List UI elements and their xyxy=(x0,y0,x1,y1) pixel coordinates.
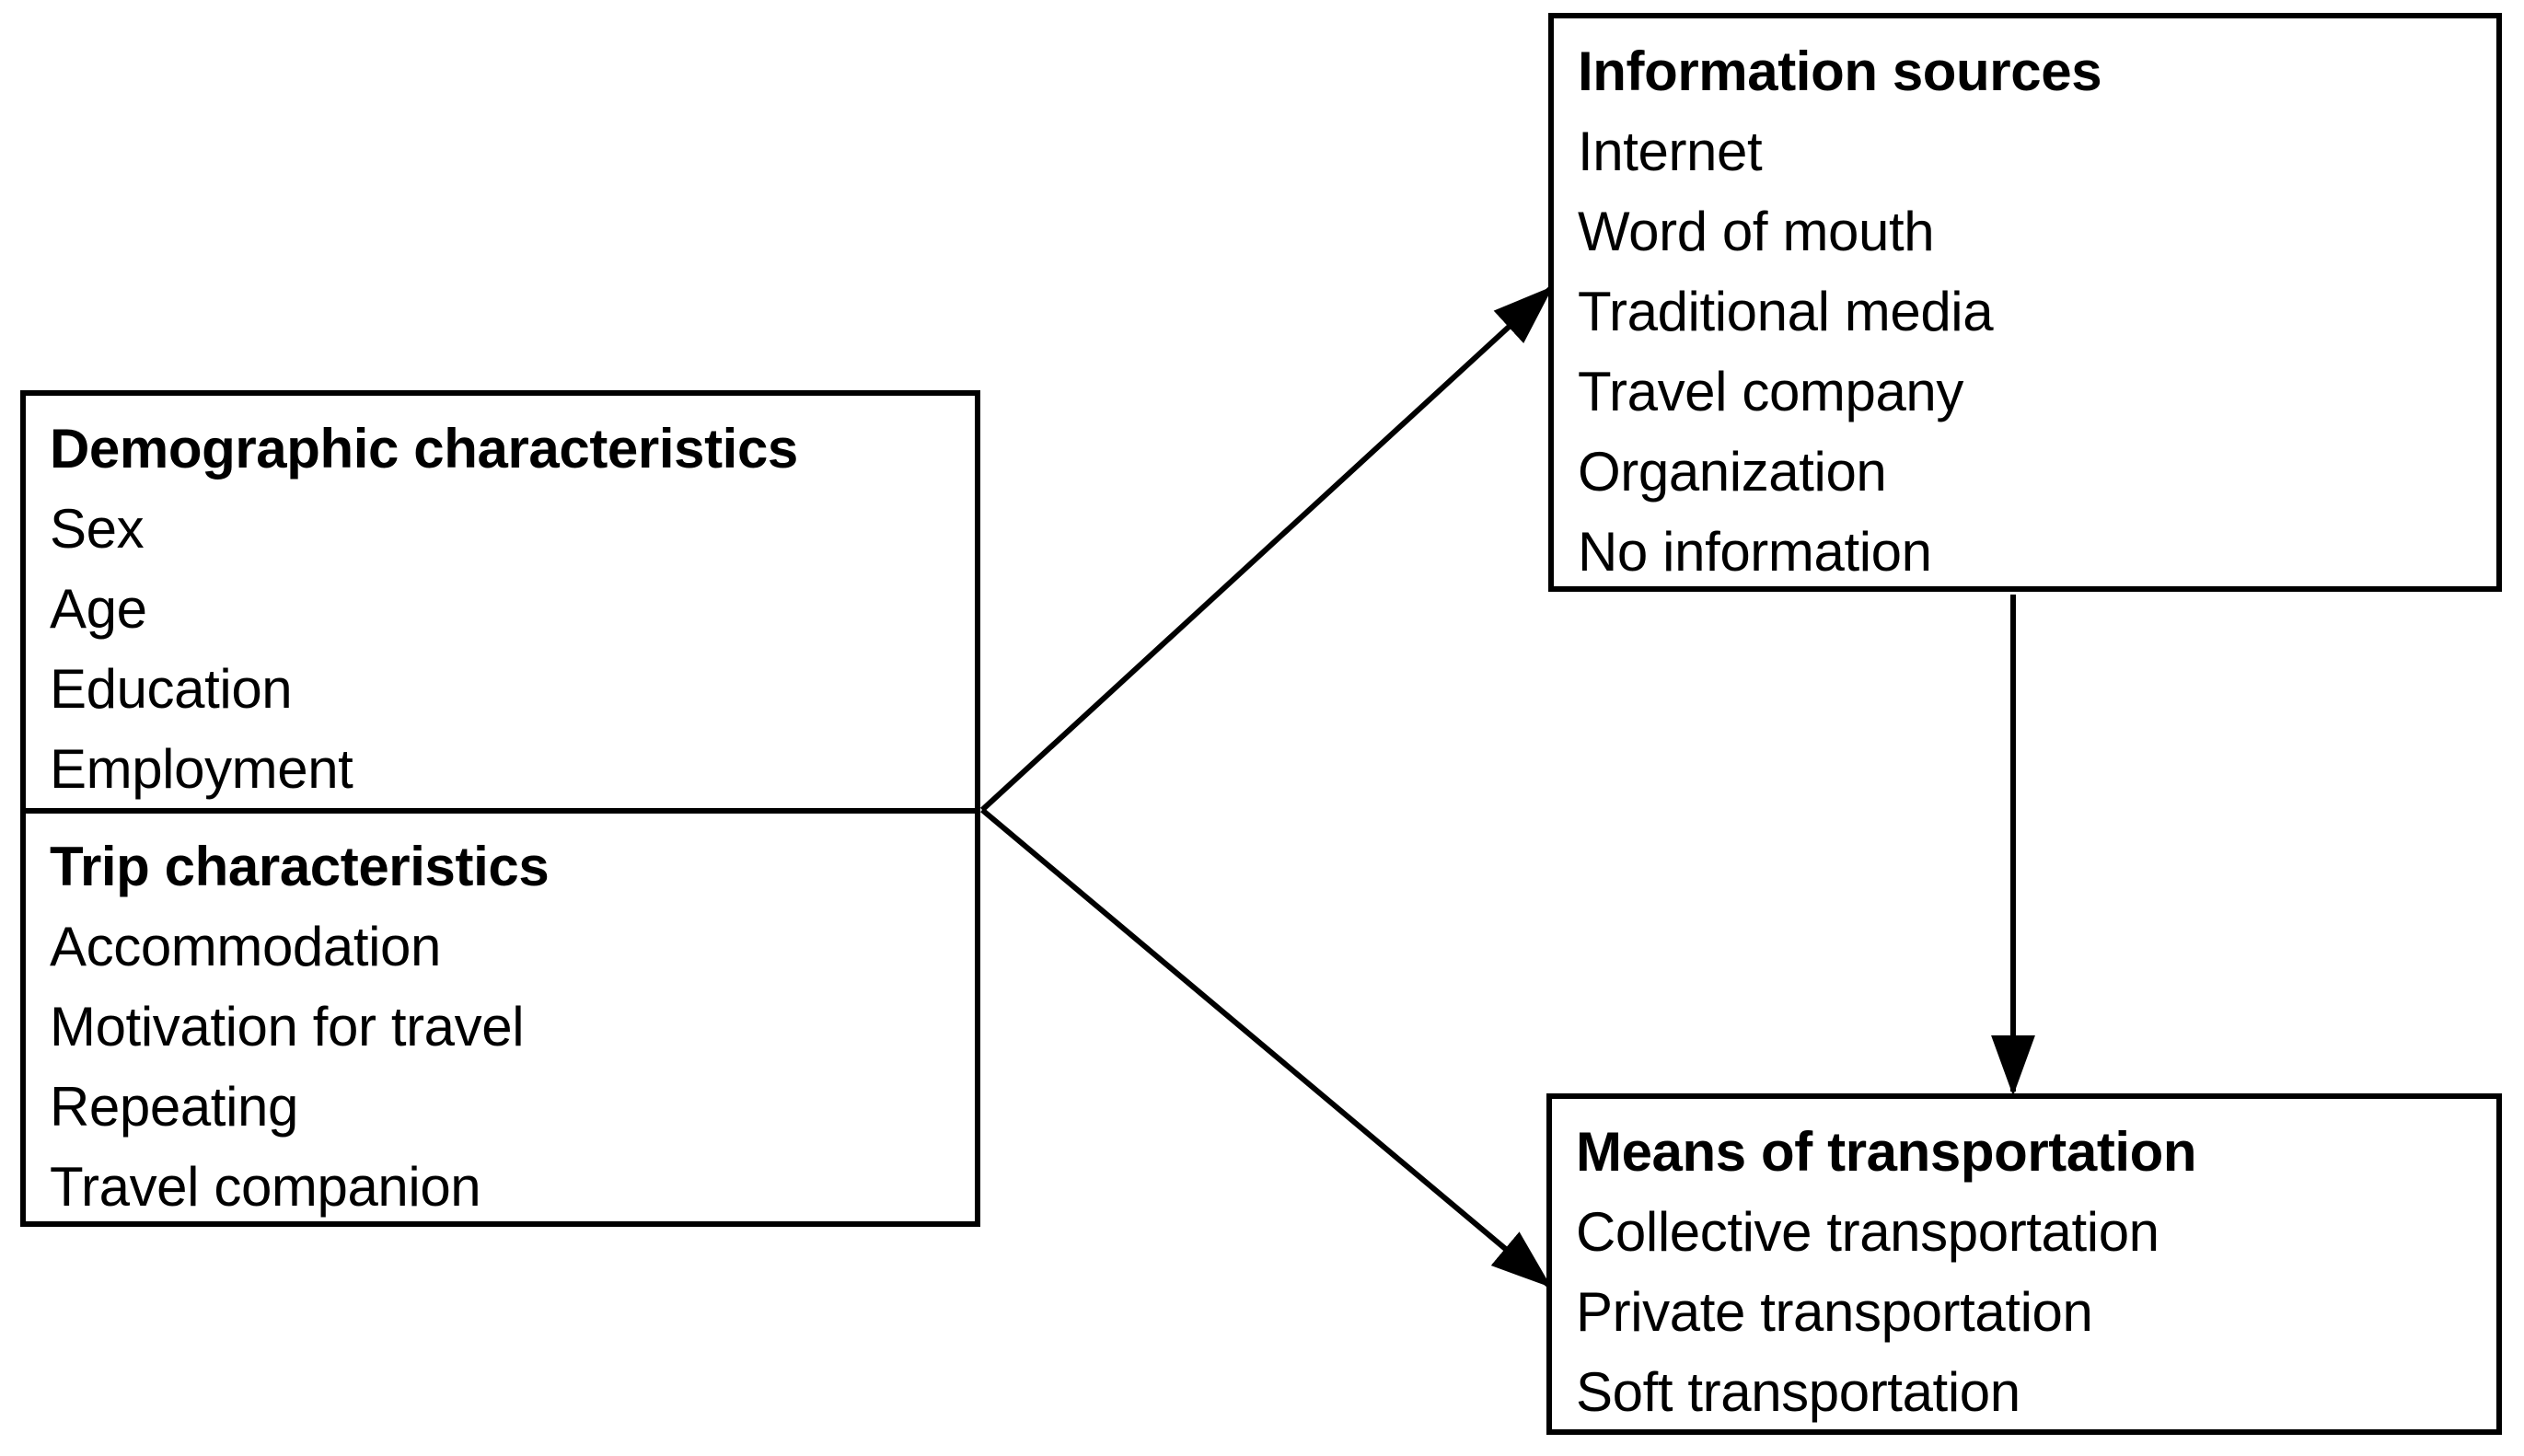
node-item-internet: Internet xyxy=(1578,121,1763,182)
node-trip-characteristics: Trip characteristics Accommodation Motiv… xyxy=(26,808,975,1221)
characteristics-box: Demographic characteristics Sex Age Educ… xyxy=(20,390,980,1227)
node-item-repeating: Repeating xyxy=(50,1076,298,1138)
node-item-travel-company: Travel company xyxy=(1578,361,1963,422)
means-of-transportation-box: Means of transportation Collective trans… xyxy=(1546,1093,2502,1435)
node-item-collective-transportation: Collective transportation xyxy=(1576,1201,2159,1263)
node-item-no-information: No information xyxy=(1578,521,1932,583)
node-item-accommodation: Accommodation xyxy=(50,916,441,977)
node-title-information-sources: Information sources xyxy=(1578,40,2102,102)
node-demographic-characteristics: Demographic characteristics Sex Age Educ… xyxy=(26,396,975,808)
node-item-travel-companion: Travel companion xyxy=(50,1156,481,1218)
node-item-motivation-for-travel: Motivation for travel xyxy=(50,996,525,1057)
node-item-soft-transportation: Soft transportation xyxy=(1576,1361,2020,1423)
node-title-trip-characteristics: Trip characteristics xyxy=(50,836,550,897)
node-title-means-of-transportation: Means of transportation xyxy=(1576,1121,2197,1183)
information-sources-box: Information sources Internet Word of mou… xyxy=(1548,13,2502,592)
node-item-private-transportation: Private transportation xyxy=(1576,1281,2093,1343)
node-item-education: Education xyxy=(50,658,293,720)
node-item-traditional-media: Traditional media xyxy=(1578,281,1994,342)
node-item-age: Age xyxy=(50,578,147,640)
node-item-employment: Employment xyxy=(50,738,353,800)
edge-characteristics-to-means-of-transportation xyxy=(980,807,1552,1288)
node-item-sex: Sex xyxy=(50,498,145,560)
node-means-of-transportation: Means of transportation Collective trans… xyxy=(1552,1099,2496,1429)
node-item-organization: Organization xyxy=(1578,441,1887,503)
node-item-word-of-mouth: Word of mouth xyxy=(1578,201,1935,262)
node-title-demographic-characteristics: Demographic characteristics xyxy=(50,418,798,480)
node-information-sources: Information sources Internet Word of mou… xyxy=(1554,18,2496,586)
edge-characteristics-to-information-sources xyxy=(979,285,1554,813)
